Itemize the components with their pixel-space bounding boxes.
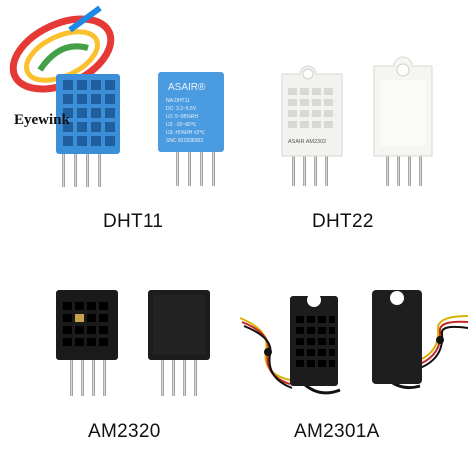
dht11-back-line6: SNC 821838383 <box>166 138 203 144</box>
product-label-dht22: DHT22 <box>312 211 374 232</box>
dht22-front: ASAIR AM2302 <box>281 65 343 186</box>
dht11-back-line1: NA:DHT11 <box>166 98 190 104</box>
dht11-back-line2: DC: 3.3~5.5V <box>166 106 197 112</box>
am2320-front <box>56 290 118 396</box>
dht11-front <box>56 74 120 187</box>
dht11-back-line4: U2: -20~60℃ <box>166 122 197 128</box>
dht11-back: ASAIR® NA:DHT11 DC: 3.3~5.5V U1: 5~95%RH… <box>158 72 224 186</box>
dht22-marking: ASAIR AM2302 <box>288 139 326 145</box>
product-label-am2320: AM2320 <box>88 421 161 442</box>
dht11-back-line5: U3: ±5%RH ±2℃ <box>166 130 205 136</box>
am2320-back <box>148 290 210 396</box>
am2301a-front <box>239 293 341 395</box>
am2301a-back <box>372 290 469 390</box>
brand-name: Eyewink <box>14 112 70 128</box>
product-label-am2301a: AM2301A <box>294 421 380 442</box>
dht11-back-line3: U1: 5~95%RH <box>166 114 198 120</box>
dht11-back-brand: ASAIR® <box>168 82 206 93</box>
product-label-dht11: DHT11 <box>103 211 164 232</box>
dht22-back <box>373 56 433 186</box>
